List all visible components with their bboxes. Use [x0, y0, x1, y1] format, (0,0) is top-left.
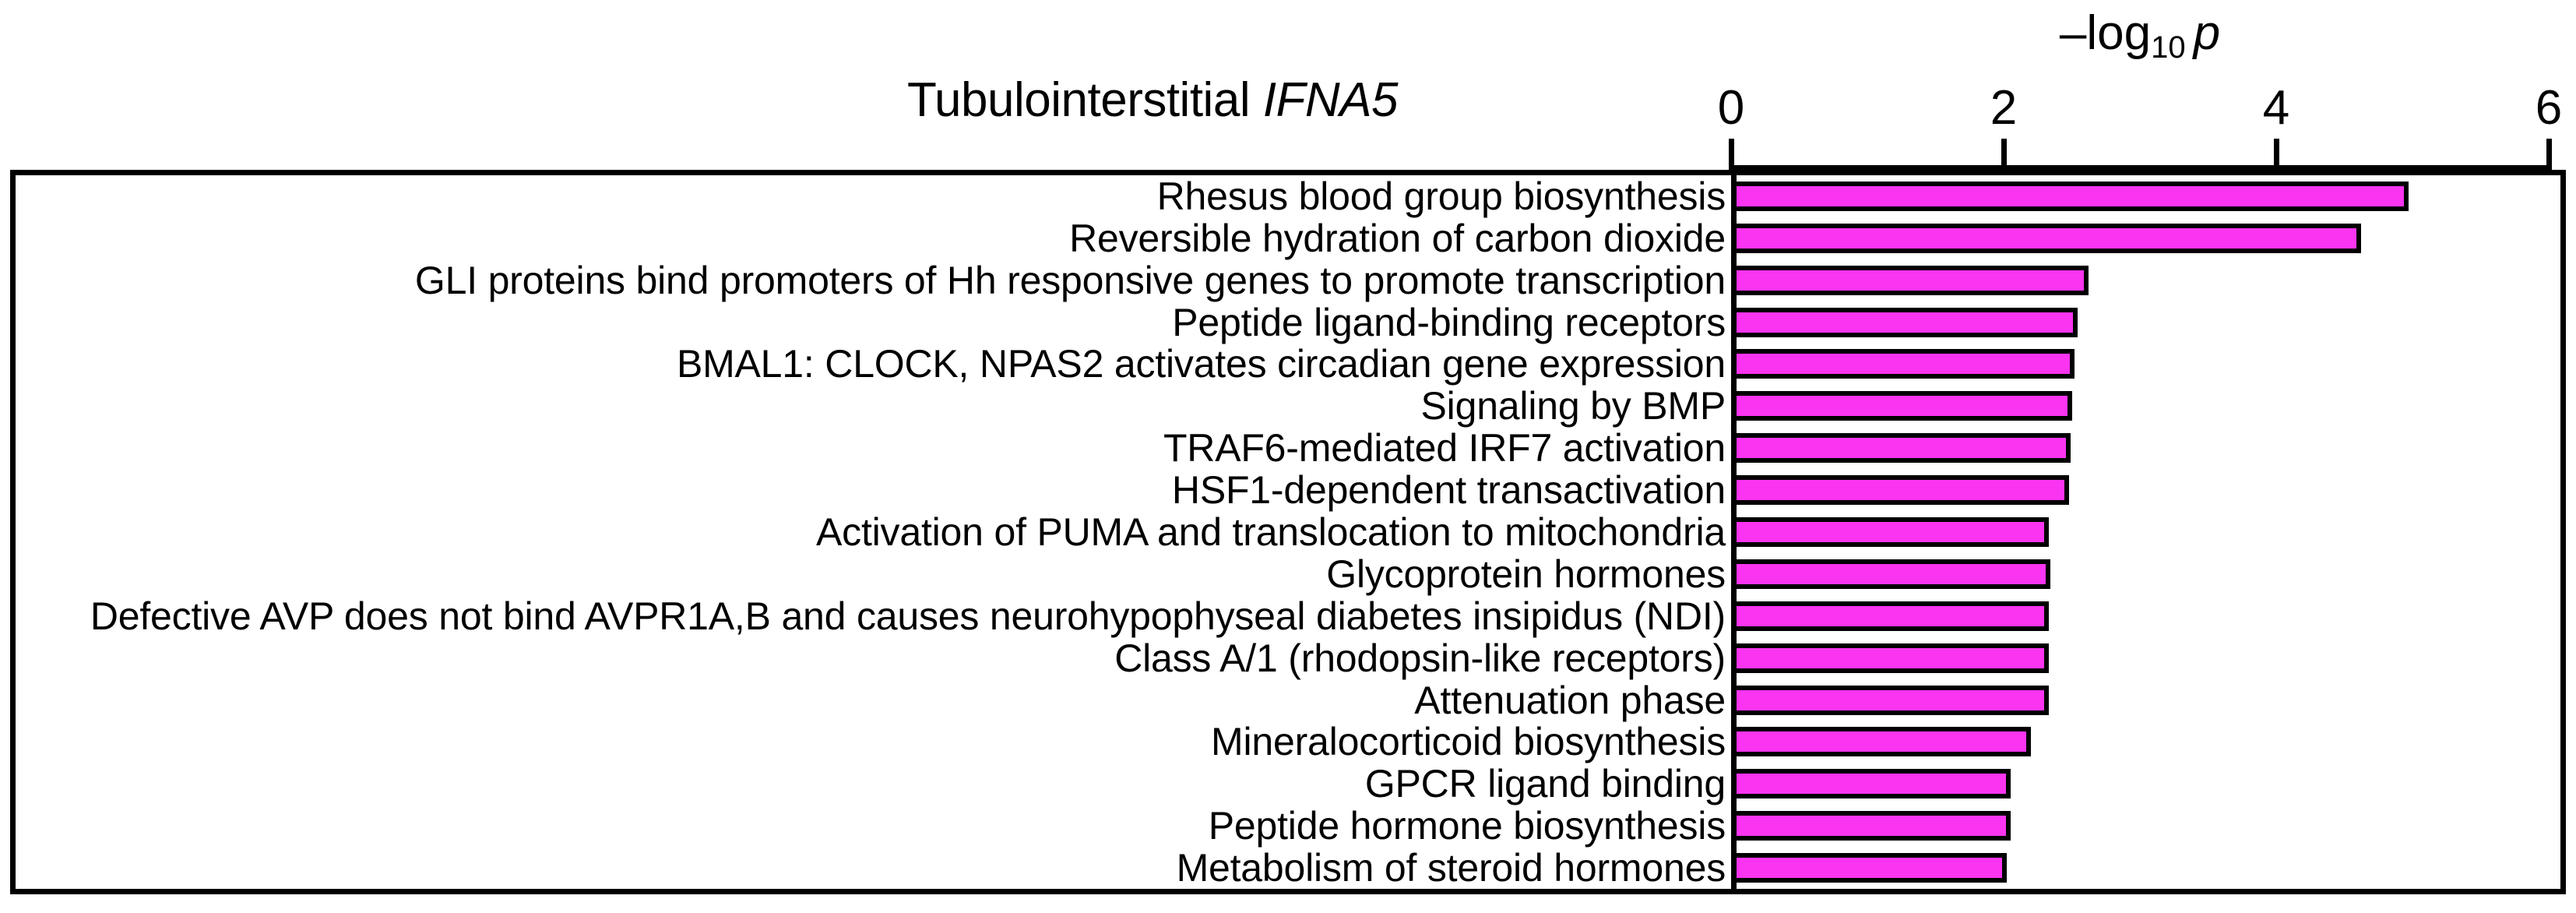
bar-row: BMAL1: CLOCK, NPAS2 activates circadian … [16, 344, 2560, 386]
bar-row: Defective AVP does not bind AVPR1A,B and… [16, 595, 2560, 637]
bar-category-label: Peptide hormone biosynthesis [1208, 804, 1726, 848]
bar-category-label: Signaling by BMP [1420, 384, 1726, 428]
bar-category-label: Attenuation phase [1414, 678, 1726, 722]
chart-title-prefix: Tubulointerstitial [906, 73, 1263, 127]
bar [1731, 433, 2071, 464]
bar-category-label: Activation of PUMA and translocation to … [816, 509, 1726, 554]
bar-category-label: Glycoprotein hormones [1326, 552, 1726, 596]
bar-row: GPCR ligand binding [16, 763, 2560, 805]
chart-title-gene: IFNA5 [1262, 73, 1399, 127]
x-tick-label-4: 4 [2262, 81, 2290, 135]
bar [1731, 391, 2072, 421]
bar [1731, 181, 2409, 211]
bar-row: Class A/1 (rhodopsin-like receptors) [16, 637, 2560, 679]
category-axis-baseline [1731, 170, 1737, 894]
bar [1731, 349, 2075, 379]
bar-row: Activation of PUMA and translocation to … [16, 511, 2560, 553]
bar [1731, 223, 2361, 253]
x-tick-mark-4 [2274, 139, 2279, 170]
bar-row: Rhesus blood group biosynthesis [16, 175, 2560, 217]
bar [1731, 265, 2089, 295]
bar-category-label: Peptide ligand-binding receptors [1172, 300, 1726, 344]
bar [1731, 685, 2049, 715]
bar-category-label: GLI proteins bind promoters of Hh respon… [414, 258, 1726, 302]
bar-category-label: Metabolism of steroid hormones [1176, 846, 1726, 890]
bar-row: Peptide ligand-binding receptors [16, 301, 2560, 344]
x-axis-line [1731, 165, 2550, 171]
bar-category-label: Mineralocorticoid biosynthesis [1211, 720, 1726, 764]
bar [1731, 727, 2031, 757]
x-axis-tick-labels: 0 2 4 6 [0, 84, 2576, 139]
bar [1731, 811, 2011, 841]
bar-row: Peptide hormone biosynthesis [16, 805, 2560, 847]
bar-row: Reversible hydration of carbon dioxide [16, 217, 2560, 259]
bar-category-label: Reversible hydration of carbon dioxide [1069, 216, 1726, 260]
bar [1731, 643, 2049, 673]
bar [1731, 769, 2011, 799]
x-axis-tick-marks [0, 139, 2576, 170]
bar-category-label: BMAL1: CLOCK, NPAS2 activates circadian … [676, 342, 1726, 386]
bar-category-label: TRAF6-mediated IRF7 activation [1163, 426, 1726, 471]
bar-row: Metabolism of steroid hormones [16, 847, 2560, 889]
x-tick-mark-2 [2001, 139, 2007, 170]
bar-row: HSF1-dependent transactivation [16, 469, 2560, 511]
bar-row: Glycoprotein hormones [16, 553, 2560, 595]
bar-category-label: Class A/1 (rhodopsin-like receptors) [1114, 636, 1726, 680]
bar [1731, 559, 2050, 589]
x-tick-mark-0 [1729, 139, 1734, 170]
bar-category-label: Defective AVP does not bind AVPR1A,B and… [90, 594, 1726, 638]
bar [1731, 516, 2049, 547]
bar-category-label: Rhesus blood group biosynthesis [1156, 174, 1726, 218]
bar-row: TRAF6-mediated IRF7 activation [16, 427, 2560, 469]
chart-title: Tubulointerstitial IFNA5 [576, 76, 1729, 125]
bar-row: GLI proteins bind promoters of Hh respon… [16, 259, 2560, 301]
x-tick-label-2: 2 [1990, 81, 2018, 135]
bar-row: Signaling by BMP [16, 385, 2560, 427]
axis-title-p-variable: p [2193, 6, 2221, 60]
x-tick-mark-6 [2546, 139, 2552, 170]
bar [1731, 307, 2078, 337]
bar-row: Mineralocorticoid biosynthesis [16, 721, 2560, 763]
bar-row: Attenuation phase [16, 679, 2560, 721]
bar-category-label: GPCR ligand binding [1364, 762, 1726, 806]
x-tick-label-6: 6 [2535, 81, 2563, 135]
x-tick-label-0: 0 [1717, 81, 1745, 135]
bar [1731, 853, 2007, 883]
axis-title-minus-log: –log [2059, 6, 2152, 60]
bar [1731, 475, 2069, 506]
axis-title-subscript: 10 [2151, 30, 2186, 65]
bar [1731, 601, 2049, 631]
bar-category-label: HSF1-dependent transactivation [1171, 468, 1726, 513]
